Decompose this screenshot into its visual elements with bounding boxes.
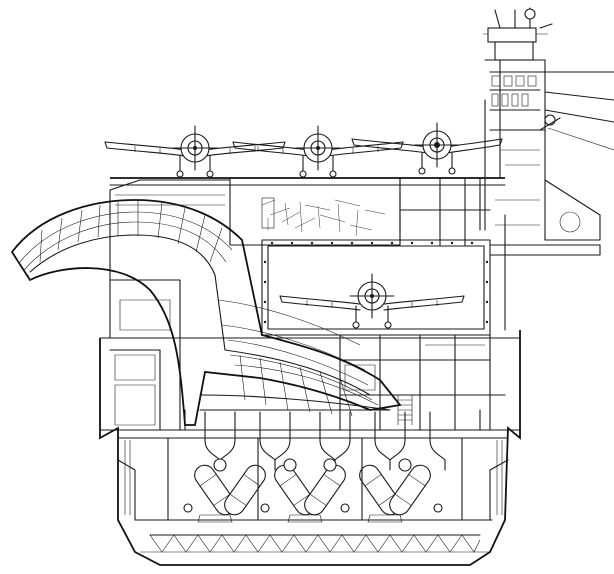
aircraft-icon xyxy=(104,125,286,178)
aircraft-icon xyxy=(232,125,404,178)
aircraft-icon xyxy=(279,273,465,329)
bridge-windows xyxy=(491,75,537,107)
hangar-rivets xyxy=(263,241,489,324)
aircraft-icon xyxy=(351,122,503,175)
island-superstructure xyxy=(479,7,614,256)
boiler-room xyxy=(167,409,481,523)
funnel-icon xyxy=(10,199,402,426)
hangar-structure xyxy=(109,177,521,431)
mast-icon xyxy=(483,7,553,61)
upper-deck-hatching xyxy=(261,197,386,237)
boiler-icon xyxy=(183,458,443,516)
deck-aircraft-row xyxy=(104,122,503,178)
